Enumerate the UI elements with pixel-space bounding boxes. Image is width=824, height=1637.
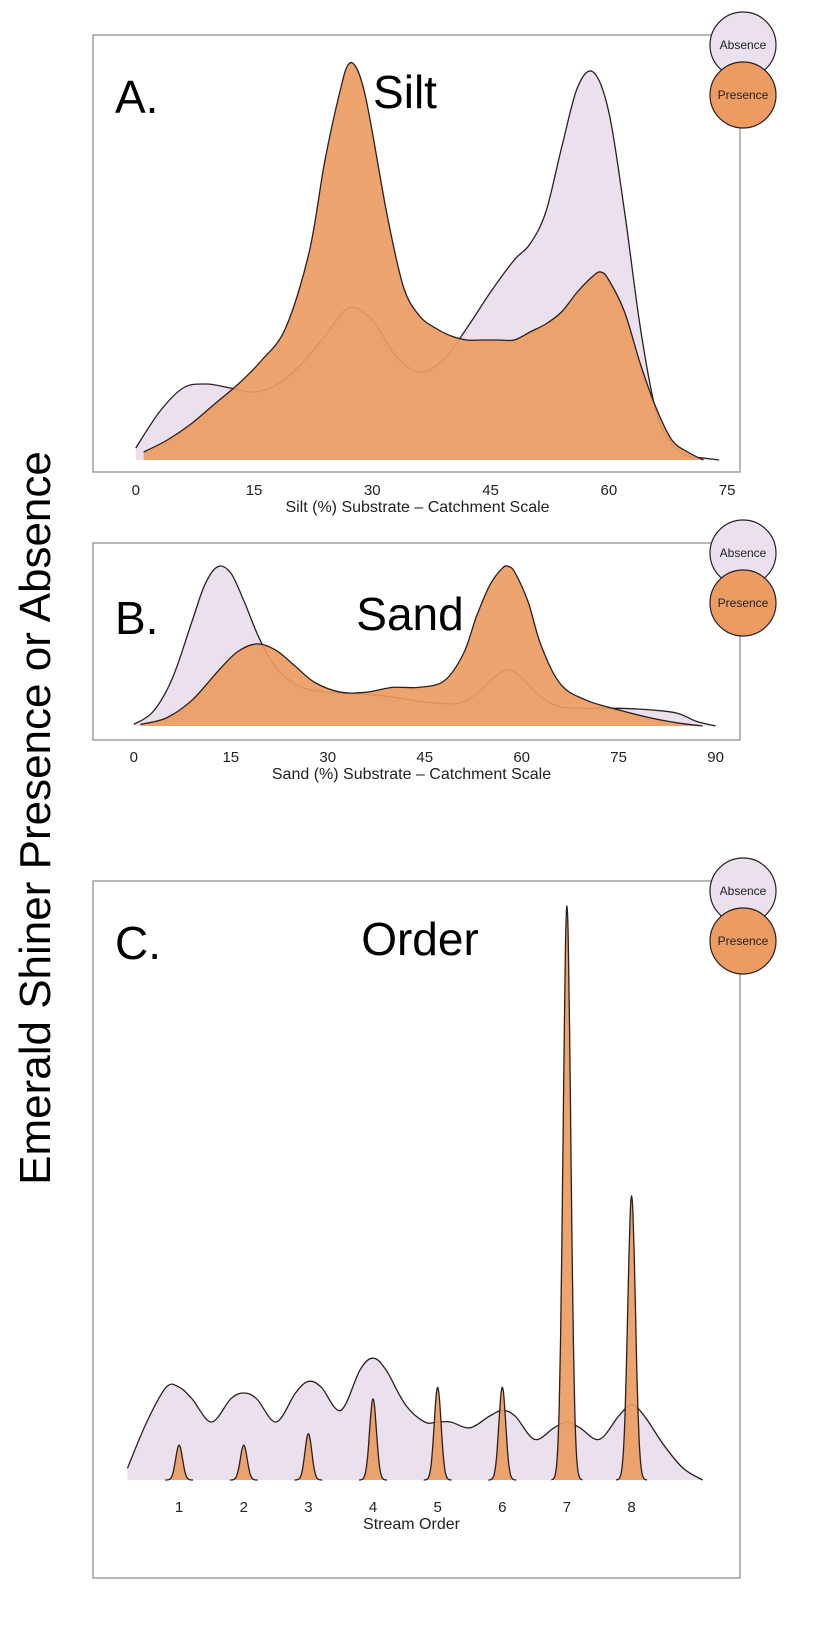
chart-silt-panel-letter: A. [115,71,158,123]
chart-silt-tick-30: 30 [364,482,381,499]
chart-order-presence-peak-1-line [165,1444,194,1481]
figure-y-label: Emerald Shiner Presence or Absence [11,451,60,1185]
chart-order-tick-6: 6 [498,1499,506,1516]
chart-sand-presence-curve-line [140,565,703,727]
chart-silt-tick-75: 75 [719,482,736,499]
chart-order-presence-peak-3-line [294,1432,323,1481]
chart-order-tick-5: 5 [433,1499,441,1516]
chart-silt-legend-presence-marker [709,61,777,129]
chart-silt-tick-0: 0 [132,482,140,499]
chart-sand-tick-90: 90 [707,749,724,766]
chart-order-presence-peak-6-line [488,1386,517,1481]
chart-order-tick-4: 4 [369,1499,377,1516]
chart-order-presence-peak-8-fill [616,1195,648,1480]
chart-sand-x-label: Sand (%) Substrate – Catchment Scale [272,766,551,783]
chart-order-tick-3: 3 [304,1499,312,1516]
chart-sand-tick-75: 75 [610,749,627,766]
chart-order-tick-7: 7 [563,1499,571,1516]
chart-order-presence-peak-5-fill [423,1387,452,1480]
chart-order-legend-presence-label: Presence [718,934,769,948]
chart-silt-x-label: Silt (%) Substrate – Catchment Scale [285,499,549,516]
chart-order-tick-8: 8 [627,1499,635,1516]
chart-sand-tick-0: 0 [130,749,138,766]
chart-order-presence-peak-6-fill [488,1387,517,1480]
chart-order-panel-letter: C. [115,917,161,969]
chart-silt-legend-presence-label: Presence [718,88,769,102]
chart-silt-legend-absence-label: Absence [720,38,767,52]
chart-silt-presence-curve-fill [143,62,704,460]
chart-order-presence-peak-2-line [229,1444,258,1481]
chart-order-frame [92,880,741,1579]
chart-order-presence-peak-4-fill [359,1398,387,1480]
chart-order-tick-2: 2 [240,1499,248,1516]
chart-order-presence-peak-7-fill [551,905,583,1480]
chart-sand-panel-title: Sand [356,588,463,640]
chart-order-tick-1: 1 [175,1499,183,1516]
chart-sand-frame [92,542,741,741]
chart-order-presence-peak-4-line [359,1398,388,1481]
chart-order-presence-peak-1-fill [165,1445,194,1480]
chart-sand-tick-45: 45 [416,749,433,766]
chart-silt-tick-60: 60 [601,482,618,499]
chart-order-legend-absence-label: Absence [720,884,767,898]
chart-silt-panel-title: Silt [373,66,437,118]
chart-sand-tick-15: 15 [222,749,239,766]
chart-sand-legend-presence-label: Presence [718,596,769,610]
chart-order-presence-peak-2-fill [229,1445,258,1480]
chart-order-legend-presence-marker [709,907,777,975]
chart-order-absence-curve-line [126,1357,704,1481]
chart-order-presence-peak-3-fill [294,1433,323,1480]
chart-order-x-label: Stream Order [363,1516,461,1533]
chart-order-presence-peak-5-line [423,1386,452,1481]
chart-silt-tick-15: 15 [246,482,263,499]
chart-sand-legend-absence-label: Absence [720,546,767,560]
chart-silt-presence-curve-line [143,61,704,461]
chart-silt-tick-45: 45 [482,482,499,499]
chart-order-presence-peak-7-line [551,905,583,1481]
chart-silt-frame [92,34,741,473]
chart-order-panel-title: Order [361,913,479,965]
chart-sand-tick-60: 60 [513,749,530,766]
chart-sand-panel-letter: B. [115,592,158,644]
chart-sand-tick-30: 30 [319,749,336,766]
chart-sand-legend-presence-marker [709,569,777,637]
chart-order-presence-peak-8-line [616,1195,648,1481]
